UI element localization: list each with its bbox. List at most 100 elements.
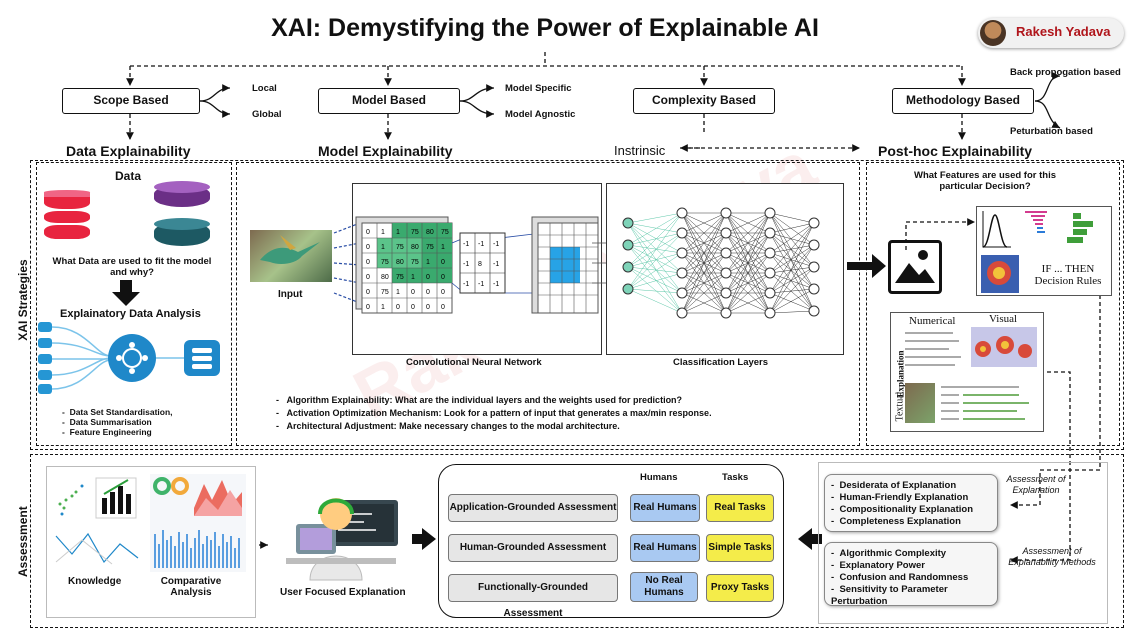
tasks-cell: Proxy Tasks [706,574,774,602]
visual-label: Visual [989,313,1018,325]
nn-edge [627,252,683,290]
matrix-cell: 0 [426,274,430,281]
nn-node [808,305,820,317]
criteria-item: - Sensitivity to Parameter Perturbation [831,584,948,607]
tasks-cell: Real Tasks [706,494,774,522]
kernel-cell: -1 [463,241,469,248]
matrix-cell: 0 [366,244,370,251]
text-highlight-lines [941,386,1029,420]
matrix-cell: 1 [381,304,385,311]
nn-edge [627,266,683,274]
local-label: Local [252,83,277,94]
nn-edge [725,212,771,254]
nn-node [764,267,776,279]
assessment-frame [30,454,1124,628]
matrix-cell: 80 [426,229,434,236]
data-panel [36,162,232,446]
nn-edge [769,292,815,312]
criteria-item: - Completeness Explanation [831,516,961,527]
nn-edge [627,222,683,274]
model-agnostic-label: Model Agnostic [505,109,576,120]
matrix-cell: 1 [396,289,400,296]
author-name: Rakesh Yadava [1016,24,1111,39]
nn-node [720,307,732,319]
backprop-label: Back propogation based [1010,67,1121,78]
matrix-cell: 0 [366,304,370,311]
matrix-cell: 0 [426,289,430,296]
human-grounded-row: Human-Grounded Assessment [448,534,618,562]
numerical-label: Numerical [909,315,956,327]
kernel-cell: -1 [478,281,484,288]
matrix-cell: 0 [441,289,445,296]
nn-edge [769,212,815,268]
nn-edge [769,222,815,314]
kernel-cell: -1 [493,261,499,268]
model-bullet: - Activation Optimization Mechanism: Loo… [276,408,712,418]
global-label: Global [252,109,282,120]
knowledge-charts [55,477,139,565]
nn-node [676,287,688,299]
neural-network-diagram [622,207,820,319]
scope-based-box: Scope Based [62,88,200,114]
matrix-cell: 1 [426,259,430,266]
nn-edge [725,212,771,294]
database-teal-icon [154,218,210,248]
criteria-item: - Algorithmic Complexity [831,548,947,559]
user-focused-label: User Focused Explanation [280,587,406,598]
nn-edge [769,288,815,314]
data-bullet: - Data Summarisation [62,417,152,427]
nn-node [622,261,634,273]
formula-lines [905,332,961,366]
posthoc-panel [866,162,1120,446]
nn-edge [627,244,683,314]
nn-edge [627,222,683,314]
matrix-cell: 75 [441,229,449,236]
tasks-cell: Simple Tasks [706,534,774,562]
knowledge-label: Knowledge [68,576,122,587]
nn-node [808,217,820,229]
matrix-cell: 0 [411,304,415,311]
nn-node [676,227,688,239]
avatar [980,20,1006,46]
nn-node [622,217,634,229]
nn-edge [681,292,727,314]
criteria-item: - Compositionality Explanation [831,504,973,515]
nn-edge [627,232,683,290]
nn-node [764,307,776,319]
nn-edge [681,232,727,314]
author-badge: Rakesh Yadava [978,18,1124,48]
nn-node [808,239,820,251]
humans-header: Humans [640,472,678,483]
feature-charts [981,211,1093,293]
criteria-item: - Human-Friendly Explanation [831,492,969,503]
nn-node [676,267,688,279]
heatmap-image [971,327,1037,367]
nn-edge [681,212,727,294]
nn-node [622,283,634,295]
nn-edge [627,244,683,254]
humans-cell: Real Humans [630,534,700,562]
matrix-cell: 0 [441,274,445,281]
nn-edge [725,252,771,314]
application-grounded-row: Application-Grounded Assessment [448,494,618,522]
nn-edge [627,212,683,246]
matrix-cell: 1 [396,229,400,236]
matrix-cell: 0 [411,289,415,296]
nn-edge [681,252,727,314]
nn-edge [769,232,815,268]
matrix-cell: 80 [381,274,389,281]
nn-edge [769,232,815,312]
data-bullet: - Data Set Standardisation, [62,407,173,417]
nn-edge [769,244,815,254]
data-question: What Data are used to fit the model and … [52,256,212,278]
nn-node [764,247,776,259]
nn-node [720,207,732,219]
nn-node [676,307,688,319]
matrix-cell: 75 [426,244,434,251]
matrix-cell: 0 [366,259,370,266]
comparative-dashboard [150,474,246,572]
nn-edge [627,232,683,246]
nn-edge [681,272,727,314]
tasks-header: Tasks [722,472,749,483]
